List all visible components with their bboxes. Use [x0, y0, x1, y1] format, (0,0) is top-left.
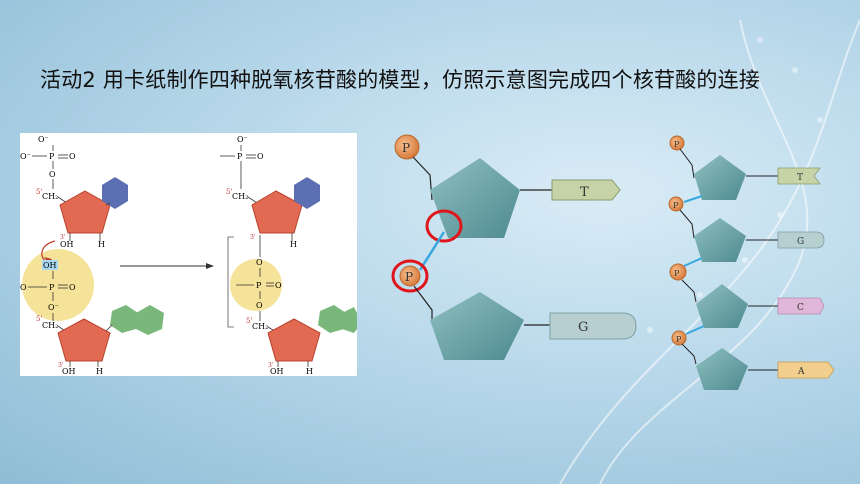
- label-ch2: CH₂: [42, 321, 58, 330]
- phosphate-label: P: [405, 270, 413, 284]
- base-card-g: [549, 312, 637, 340]
- sugar-pentagon: [430, 158, 520, 238]
- nucleotide-after-bottom: 5' CH₂ 3' OH H: [246, 305, 357, 376]
- phosphate-circle: [668, 196, 684, 212]
- label-o: O: [69, 283, 76, 292]
- sugar-pentagon: [267, 318, 321, 362]
- middle-nucleotide-bottom: P G: [399, 265, 637, 360]
- phosphate-label: P: [674, 140, 680, 149]
- phosphate-circle: [399, 265, 421, 287]
- sugar-pentagon: [694, 155, 746, 200]
- base-hexagon: [102, 177, 128, 209]
- right-chain: P T P G P C P A: [668, 135, 835, 390]
- label-h: H: [96, 367, 103, 376]
- highlight-circle-phosphate: [391, 259, 429, 293]
- base-card-t: [777, 167, 821, 185]
- label-3-prime: 3': [268, 362, 274, 369]
- oh-highlight: [42, 260, 58, 270]
- label-3-prime: 3': [250, 234, 256, 241]
- base-label: A: [797, 367, 805, 377]
- label-p: P: [49, 152, 55, 161]
- label-3-prime: 3': [58, 362, 64, 369]
- base-card-g: [777, 231, 825, 249]
- label-o-minus: O⁻: [237, 135, 248, 144]
- label-o: O: [275, 281, 282, 290]
- label-ch2: CH₂: [252, 322, 268, 331]
- nucleotide-model-diagram: P T P G P T P G: [391, 134, 835, 390]
- label-3-prime: 3': [60, 234, 66, 241]
- label-5-prime: 5': [246, 317, 252, 325]
- label-5-prime: 5': [226, 188, 232, 196]
- label-o-minus: O⁻: [20, 152, 31, 161]
- phosphate-label: P: [673, 201, 679, 210]
- base-hexagon: [294, 177, 320, 209]
- sugar-pentagon: [696, 348, 748, 390]
- label-h: H: [290, 240, 297, 249]
- label-o: O: [256, 301, 263, 310]
- base-label: C: [797, 303, 804, 313]
- label-oh: OH: [62, 367, 76, 376]
- nucleotide-before-bottom: 5' CH₂ 3' OH H: [36, 305, 164, 376]
- page-title: 活动2 用卡纸制作四种脱氧核苷酸的模型，仿照示意图完成四个核苷酸的连接: [40, 68, 761, 92]
- label-h: H: [306, 367, 313, 376]
- phosphate-circle: [669, 263, 687, 281]
- phosphodiester-bond: [683, 195, 703, 203]
- phosphate-circle: [669, 135, 685, 151]
- label-p: P: [237, 152, 243, 161]
- label-o: O: [49, 170, 56, 179]
- base-label-t: T: [580, 185, 589, 200]
- base-purine-ring: [110, 305, 138, 333]
- label-h: H: [98, 240, 105, 249]
- highlight-circle-sugar: [425, 209, 463, 243]
- nucleotide-after-top: O⁻ P O 5' CH₂ 3' H: [220, 135, 320, 249]
- label-ch2: CH₂: [42, 192, 58, 201]
- base-card-c: [777, 297, 825, 315]
- phosphate-label: P: [676, 335, 682, 344]
- sugar-pentagon: [57, 318, 111, 362]
- phosphodiester-bond: [685, 325, 705, 335]
- phosphodiester-bond: [418, 231, 446, 271]
- phosphodiester-bubble: [230, 259, 282, 311]
- sugar-pentagon: [696, 284, 748, 328]
- base-label: G: [797, 237, 804, 247]
- label-5-prime: 5': [36, 315, 42, 323]
- base-card-t: [551, 179, 621, 201]
- phosphate-circle: [671, 330, 687, 346]
- label-oh: OH: [43, 261, 57, 270]
- sugar-pentagon: [694, 218, 746, 262]
- phosphodiester-bond: [683, 257, 703, 267]
- base-label: T: [797, 173, 803, 183]
- middle-nucleotide-top: P T: [394, 134, 621, 238]
- sugar-pentagon: [430, 292, 524, 360]
- label-p: P: [256, 281, 262, 290]
- base-label-g: G: [578, 320, 588, 335]
- label-o-minus: O⁻: [48, 303, 59, 312]
- label-p: P: [49, 283, 55, 292]
- phosphate-label: P: [674, 269, 680, 278]
- label-oh: OH: [60, 240, 74, 249]
- nucleotide-before-top: O⁻ O⁻ P O O 5' CH₂ 3' OH H: [20, 135, 128, 249]
- label-ch2: CH₂: [232, 192, 248, 201]
- label-o: O: [256, 258, 263, 267]
- phosphate-label: P: [402, 141, 410, 155]
- base-card-a: [777, 361, 835, 379]
- phosphate-circle: [394, 134, 420, 160]
- bracket: [227, 236, 234, 328]
- chemical-structure-figure: O⁻ O⁻ P O O 5' CH₂ 3' OH H: [20, 133, 357, 376]
- label-o: O: [20, 283, 27, 292]
- label-5-prime: 5': [36, 188, 42, 196]
- label-o: O: [69, 152, 76, 161]
- label-o: O: [257, 152, 264, 161]
- label-oh: OH: [270, 367, 284, 376]
- label-o-minus: O⁻: [38, 135, 49, 144]
- base-purine-ring: [318, 305, 346, 333]
